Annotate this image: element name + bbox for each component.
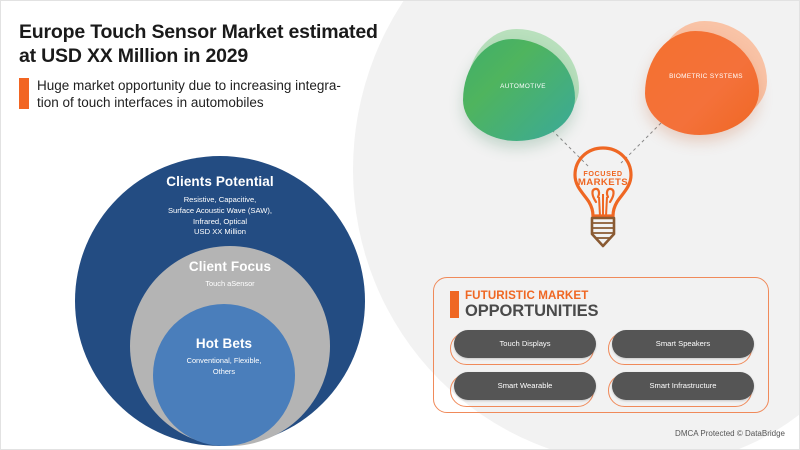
opportunities-heading: FUTURISTIC MARKET OPPORTUNITIES: [450, 289, 768, 321]
biometric-systems-label: BIOMETRIC SYSTEMS: [669, 73, 743, 80]
opportunities-pill-grid: Touch Displays Smart Speakers Smart Wear…: [450, 329, 754, 407]
circle-hot-bets[interactable]: Hot Bets Conventional, Flexible, Others: [153, 304, 295, 446]
circle-outer-description: Resistive, Capacitive, Surface Acoustic …: [167, 195, 273, 237]
node-biometric-systems[interactable]: BIOMETRIC SYSTEMS: [641, 21, 771, 143]
page-subtitle: Huge market opportunity due to increasin…: [37, 77, 341, 111]
opportunities-heading-line-2: OPPORTUNITIES: [465, 302, 599, 321]
lightbulb-icon: [573, 146, 633, 248]
pill-smart-speakers[interactable]: Smart Speakers: [608, 329, 754, 365]
orange-accent-bar-icon: [19, 77, 29, 109]
footer-copyright: DMCA Protected © DataBridge: [675, 429, 785, 438]
page-title: Europe Touch Sensor Market estimated at …: [19, 21, 378, 67]
pill-label: Touch Displays: [454, 329, 596, 358]
circle-outer-label: Clients Potential: [166, 174, 274, 189]
bulb-text: FOCUSED MARKETS: [567, 170, 639, 188]
focused-markets-bulb[interactable]: FOCUSED MARKETS: [567, 144, 639, 252]
subtitle-row: Huge market opportunity due to increasin…: [19, 77, 449, 112]
futuristic-opportunities-card: FUTURISTIC MARKET OPPORTUNITIES Touch Di…: [433, 277, 769, 413]
pill-label: Smart Wearable: [454, 371, 596, 400]
circle-inner-description: Conventional, Flexible, Others: [186, 356, 262, 376]
opportunities-accent-bar-icon: [450, 291, 459, 318]
circle-inner-label: Hot Bets: [195, 336, 253, 351]
bulb-line-1: FOCUSED: [583, 169, 623, 178]
header: Europe Touch Sensor Market estimated at …: [19, 21, 449, 112]
pill-smart-infrastructure[interactable]: Smart Infrastructure: [608, 371, 754, 407]
pill-label: Smart Infrastructure: [612, 371, 754, 400]
circle-middle-label: Client Focus: [188, 259, 272, 274]
bulb-line-2: MARKETS: [577, 177, 629, 189]
pill-smart-wearable[interactable]: Smart Wearable: [450, 371, 596, 407]
automotive-label: AUTOMOTIVE: [500, 83, 546, 90]
concentric-circles-diagram: Clients Potential Resistive, Capacitive,…: [75, 156, 365, 446]
automotive-blob-shape: [463, 39, 575, 141]
opportunities-heading-line-1: FUTURISTIC MARKET: [465, 289, 589, 302]
circle-middle-description: Touch aSensor: [205, 279, 255, 288]
biometric-blob-shape: [645, 31, 759, 135]
pill-label: Smart Speakers: [612, 329, 754, 358]
pill-touch-displays[interactable]: Touch Displays: [450, 329, 596, 365]
node-automotive[interactable]: AUTOMOTIVE: [463, 29, 583, 143]
